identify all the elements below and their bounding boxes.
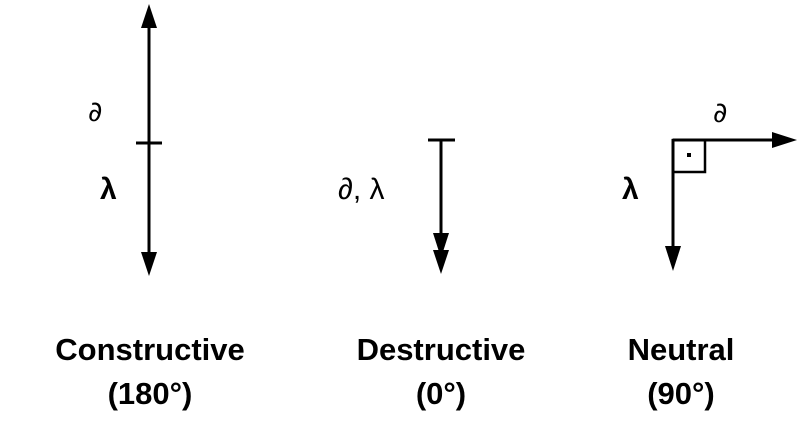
constructive-caption: Constructive (180°) [20,328,280,416]
arrowhead-up-icon [141,4,157,28]
destructive-symbol: ∂, λ [338,173,385,206]
neutral-angle: (90°) [647,376,715,411]
neutral-horizontal-symbol: ∂ [713,96,728,129]
destructive-title: Destructive [356,332,526,367]
arrowhead-right-icon [772,132,797,148]
neutral-vertical-symbol: λ [622,173,639,206]
destructive-vectors [428,138,455,274]
arrowhead-down-icon [141,252,157,276]
constructive-vectors [136,4,162,276]
right-angle-dot [687,153,691,157]
neutral-title: Neutral [627,332,735,367]
constructive-lower-symbol: λ [100,173,117,206]
neutral-vectors [665,132,797,271]
constructive-upper-symbol: ∂ [88,95,103,128]
destructive-angle: (0°) [415,376,467,411]
constructive-title: Constructive [55,332,245,367]
constructive-angle: (180°) [107,376,193,411]
arrowhead-down-icon [433,233,449,258]
arrowhead-down-icon [665,246,681,271]
arrowhead-down-icon [433,250,449,274]
neutral-caption: Neutral (90°) [551,328,800,416]
right-angle-marker [671,138,707,174]
destructive-caption: Destructive (0°) [311,328,571,416]
